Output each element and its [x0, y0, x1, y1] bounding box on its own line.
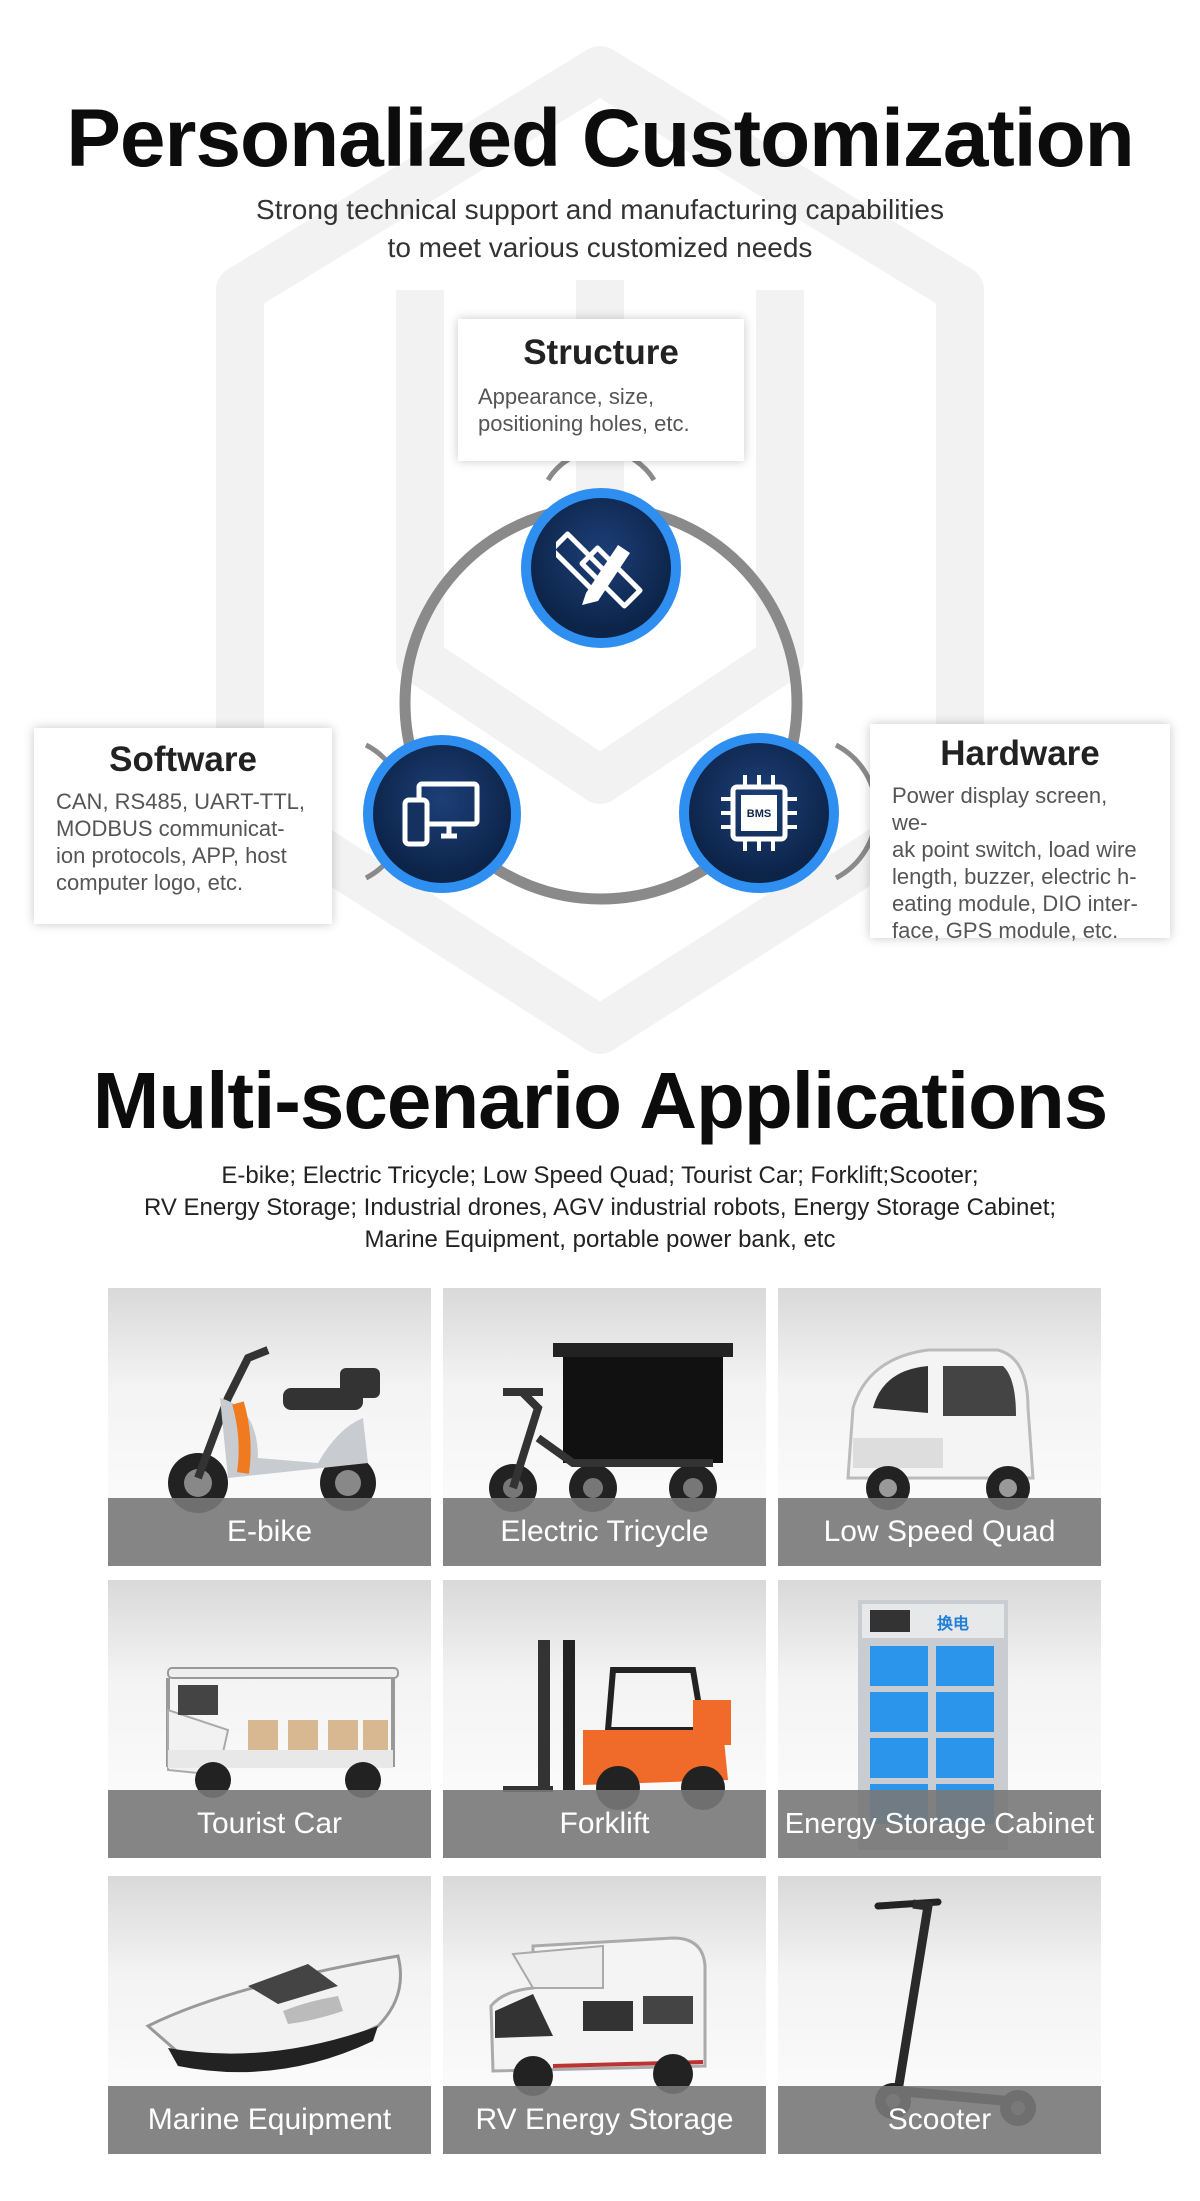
structure-desc-line-2: positioning holes, etc. [478, 411, 690, 436]
structure-title: Structure [523, 333, 679, 372]
tile-label: Marine Equipment [108, 2086, 431, 2154]
tile-label: Tourist Car [108, 1790, 431, 1858]
structure-node [521, 488, 681, 648]
structure-card: Structure Appearance, size, positioning … [458, 319, 744, 461]
tile-tourist-car: Tourist Car [108, 1580, 431, 1858]
pencil-ruler-icon [556, 531, 643, 609]
tile-electric-tricycle: Electric Tricycle [443, 1288, 766, 1566]
rv-camper-image [489, 1936, 707, 2096]
page-subtitle-line-2: to meet various customized needs [387, 232, 813, 263]
tile-label: Low Speed Quad [778, 1498, 1101, 1566]
software-desc-line-1: CAN, RS485, UART-TTL, [56, 789, 305, 814]
hardware-desc-line-5: face, GPS module, etc. [892, 918, 1119, 943]
electric-tricycle-image [489, 1343, 733, 1512]
applications-line-3: Marine Equipment, portable power bank, e… [364, 1226, 836, 1253]
tile-low-speed-quad: Low Speed Quad [778, 1288, 1101, 1566]
software-desc-line-3: ion protocols, APP, host [56, 843, 287, 868]
tourist-car-image [166, 1667, 399, 1798]
tile-scooter: Scooter [778, 1876, 1101, 2154]
hardware-desc-line-1: Power display screen, we- [892, 783, 1108, 835]
tile-label: E-bike [108, 1498, 431, 1566]
cabinet-sign-text: 换电 [937, 1614, 969, 1633]
tile-label: Scooter [778, 2086, 1101, 2154]
tile-e-bike: E-bike [108, 1288, 431, 1566]
hardware-card: Hardware Power display screen, we- ak po… [870, 724, 1170, 943]
software-desc-line-2: MODBUS communicat- [56, 816, 285, 841]
applications-line-2: RV Energy Storage; Industrial drones, AG… [143, 1194, 1057, 1221]
tile-label: RV Energy Storage [443, 2086, 766, 2154]
applications-line-1: E-bike; Electric Tricycle; Low Speed Qua… [221, 1162, 979, 1189]
tile-forklift: Forklift [443, 1580, 766, 1858]
tile-label: Energy Storage Cabinet [778, 1790, 1101, 1858]
software-title: Software [109, 740, 257, 779]
software-card: Software CAN, RS485, UART-TTL, MODBUS co… [34, 728, 332, 924]
software-node [363, 735, 521, 893]
hardware-title: Hardware [940, 734, 1100, 773]
tile-marine-equipment: Marine Equipment [108, 1876, 431, 2154]
bms-chip-icon: BMS [721, 775, 797, 851]
applications-title: Multi-scenario Applications [92, 1056, 1109, 1145]
page-subtitle-line-1: Strong technical support and manufacturi… [256, 194, 944, 225]
tile-label: Electric Tricycle [443, 1498, 766, 1566]
tile-energy-storage-cabinet: 换电 Energy Storage Cabinet [778, 1580, 1101, 1858]
marine-boat-image [145, 1954, 402, 2073]
hardware-desc-line-3: length, buzzer, electric h- [892, 864, 1137, 889]
devices-icon [402, 781, 480, 847]
hardware-desc-line-4: eating module, DIO inter- [892, 891, 1138, 916]
tile-rv-energy-storage: RV Energy Storage [443, 1876, 766, 2154]
software-desc-line-4: computer logo, etc. [56, 870, 244, 895]
structure-desc-line-1: Appearance, size, [478, 384, 655, 409]
bms-chip-text: BMS [747, 808, 771, 820]
tile-label: Forklift [443, 1790, 766, 1858]
hardware-node: BMS [679, 733, 839, 893]
page-title: Personalized Customization [66, 93, 1135, 184]
hardware-desc-line-2: ak point switch, load wire [892, 837, 1137, 862]
